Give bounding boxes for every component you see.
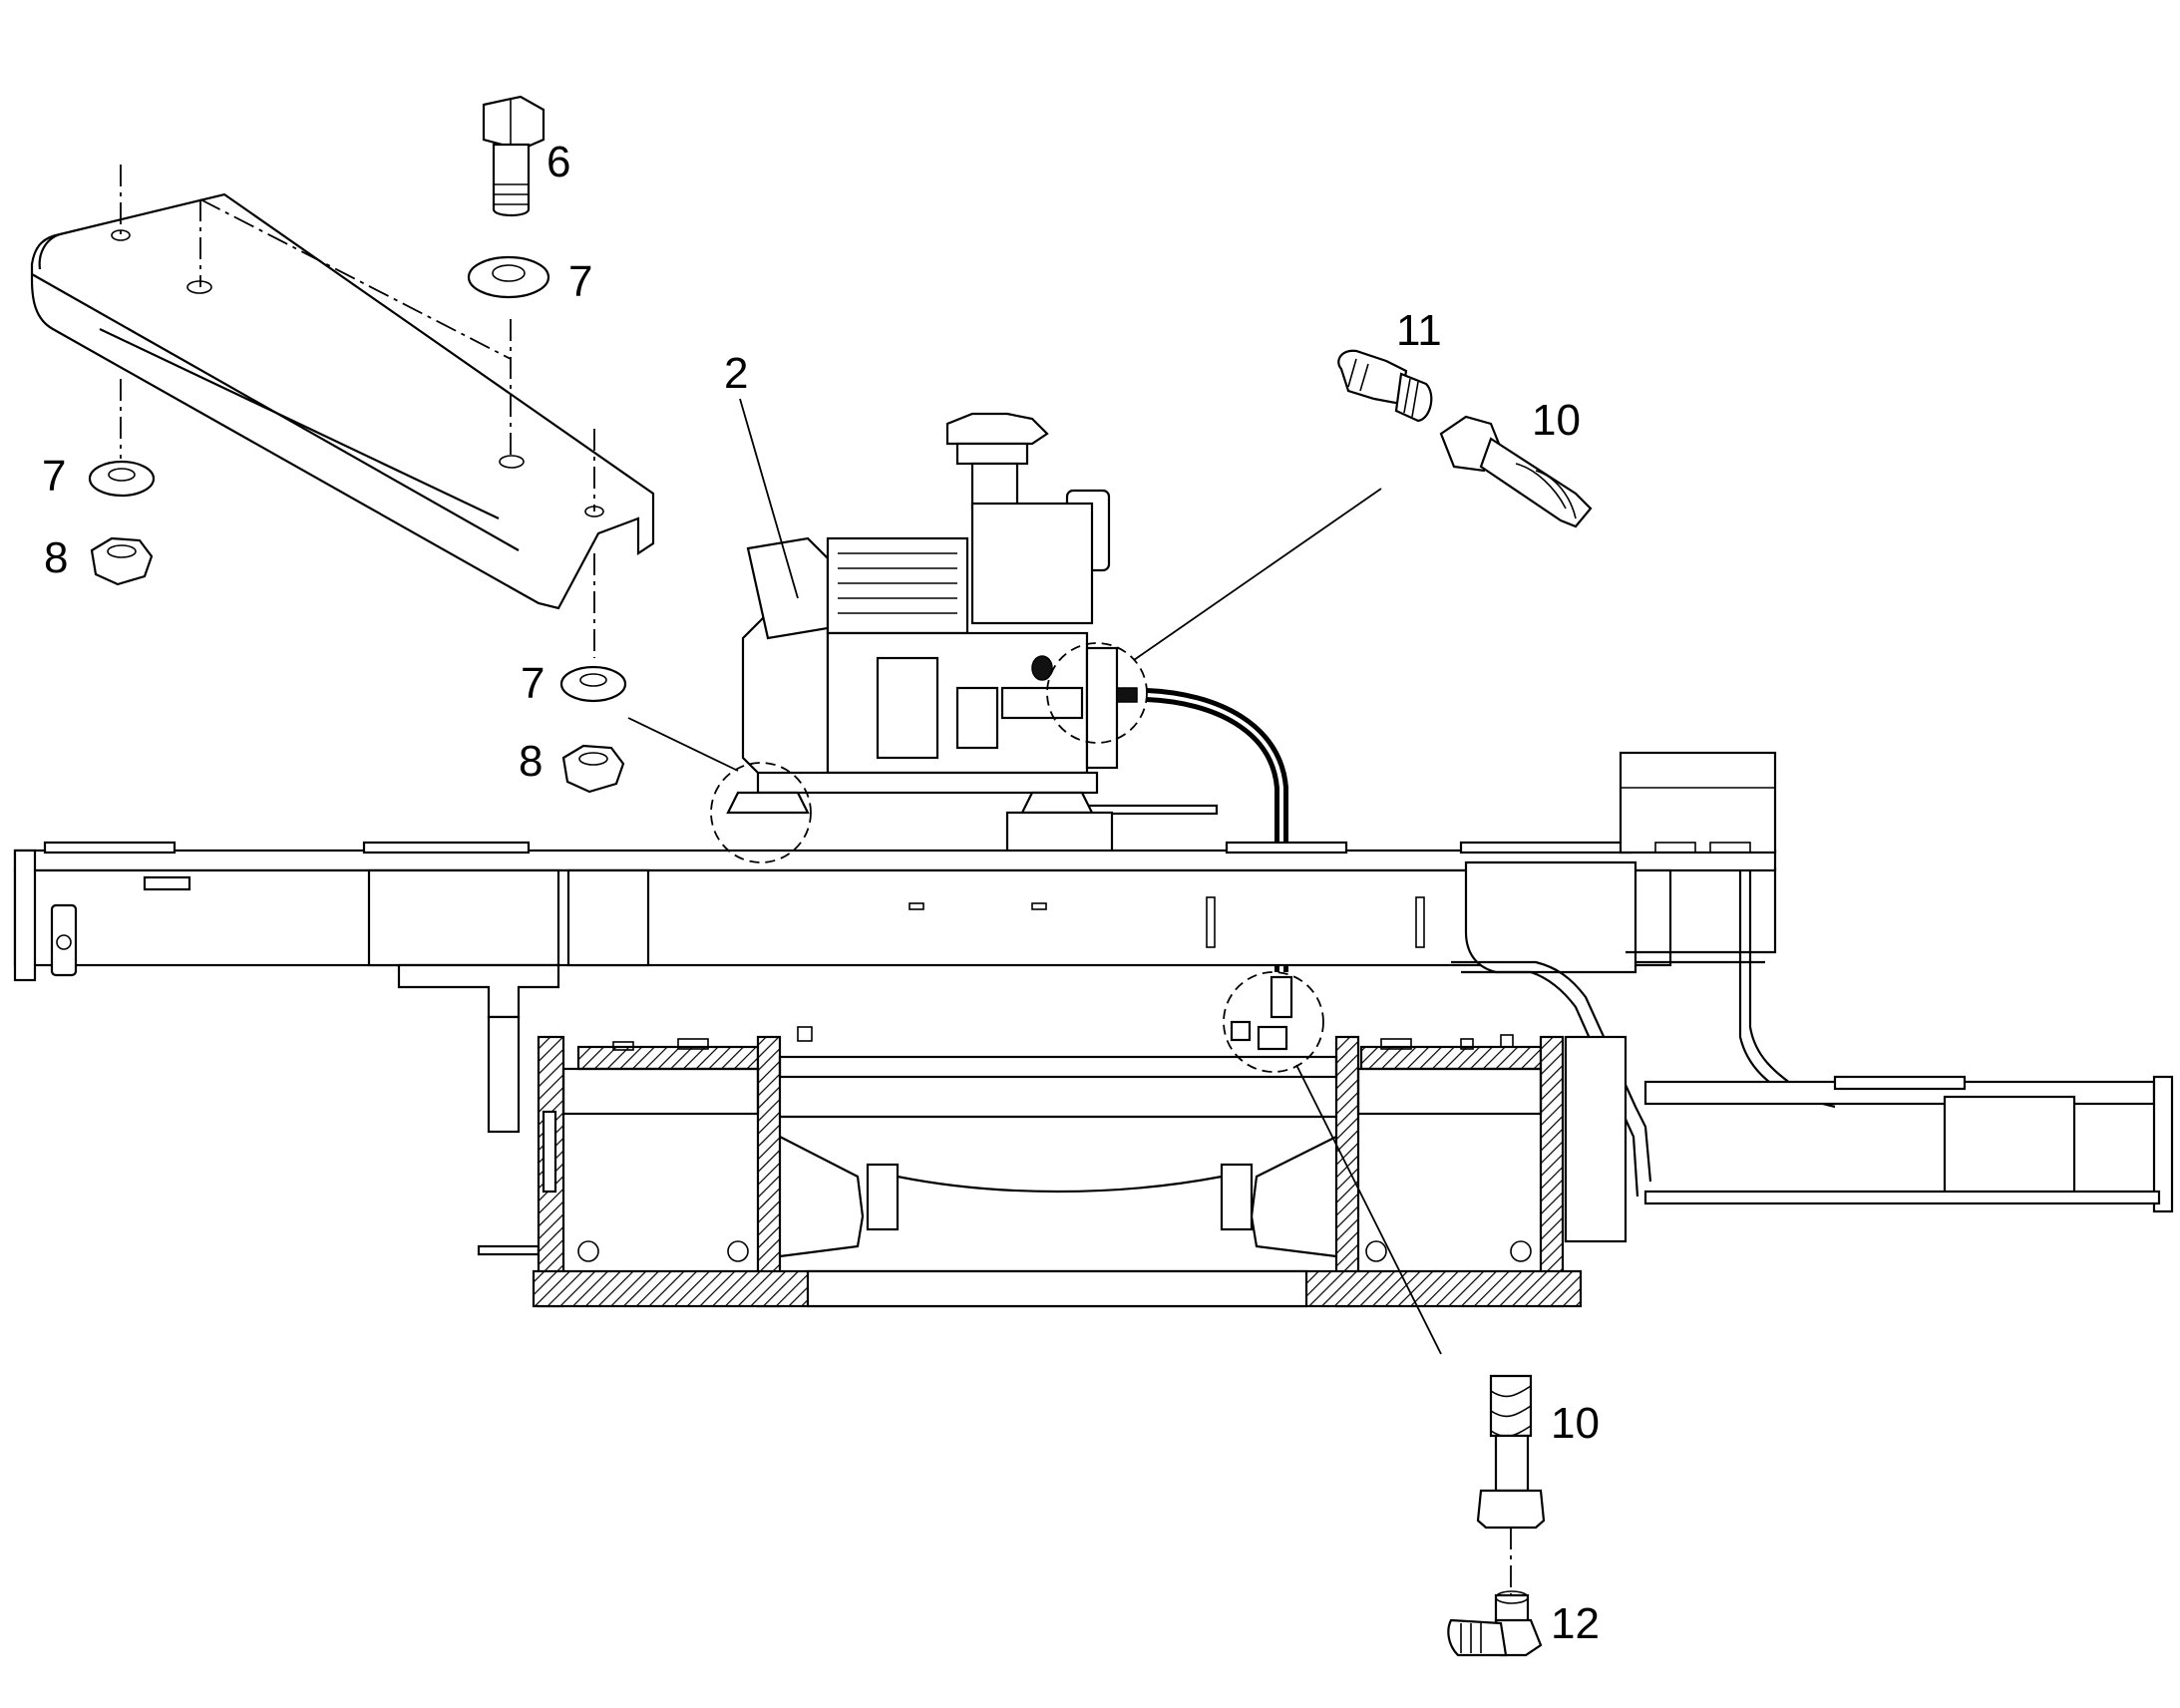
- nut-part-8-mid: [561, 744, 625, 794]
- callout-12: 12: [1551, 1599, 1600, 1648]
- callout-2: 2: [724, 349, 748, 398]
- leader-lines: [627, 398, 1442, 1355]
- bracket-centerlines: [120, 165, 595, 658]
- nut-part-8-left: [90, 536, 154, 586]
- main-frame: [13, 751, 2174, 1213]
- callout-10-bottom: 10: [1551, 1399, 1600, 1448]
- detail-circles: [710, 642, 1324, 1073]
- callout-10-top: 10: [1532, 396, 1581, 445]
- compressor-unit-part-2: [726, 412, 1219, 859]
- callout-8-mid: 8: [519, 737, 543, 786]
- callout-11: 11: [1396, 306, 1442, 355]
- washer-part-7-top: [467, 255, 550, 299]
- base-section: [397, 963, 1628, 1308]
- fitting-part-11: [1337, 349, 1433, 423]
- callout-labels: 6 7 7 7 8 8 2 11 10 10 12: [42, 138, 1600, 1648]
- bolt-part-6: [482, 95, 545, 217]
- callout-7-left: 7: [42, 452, 66, 501]
- hose-fitting-part-10-bottom: [1476, 1374, 1546, 1595]
- washer-part-7-mid: [559, 665, 627, 703]
- washer-part-7-left: [88, 460, 156, 498]
- mounting-bracket: [30, 192, 655, 610]
- hydraulic-hose: [1146, 688, 1288, 972]
- callout-6: 6: [546, 138, 570, 186]
- callout-7-mid: 7: [521, 659, 545, 708]
- callout-8-left: 8: [44, 533, 68, 582]
- elbow-fitting-part-12: [1447, 1590, 1543, 1657]
- hose-fitting-part-10-top: [1439, 415, 1593, 528]
- callout-7-top: 7: [568, 257, 592, 306]
